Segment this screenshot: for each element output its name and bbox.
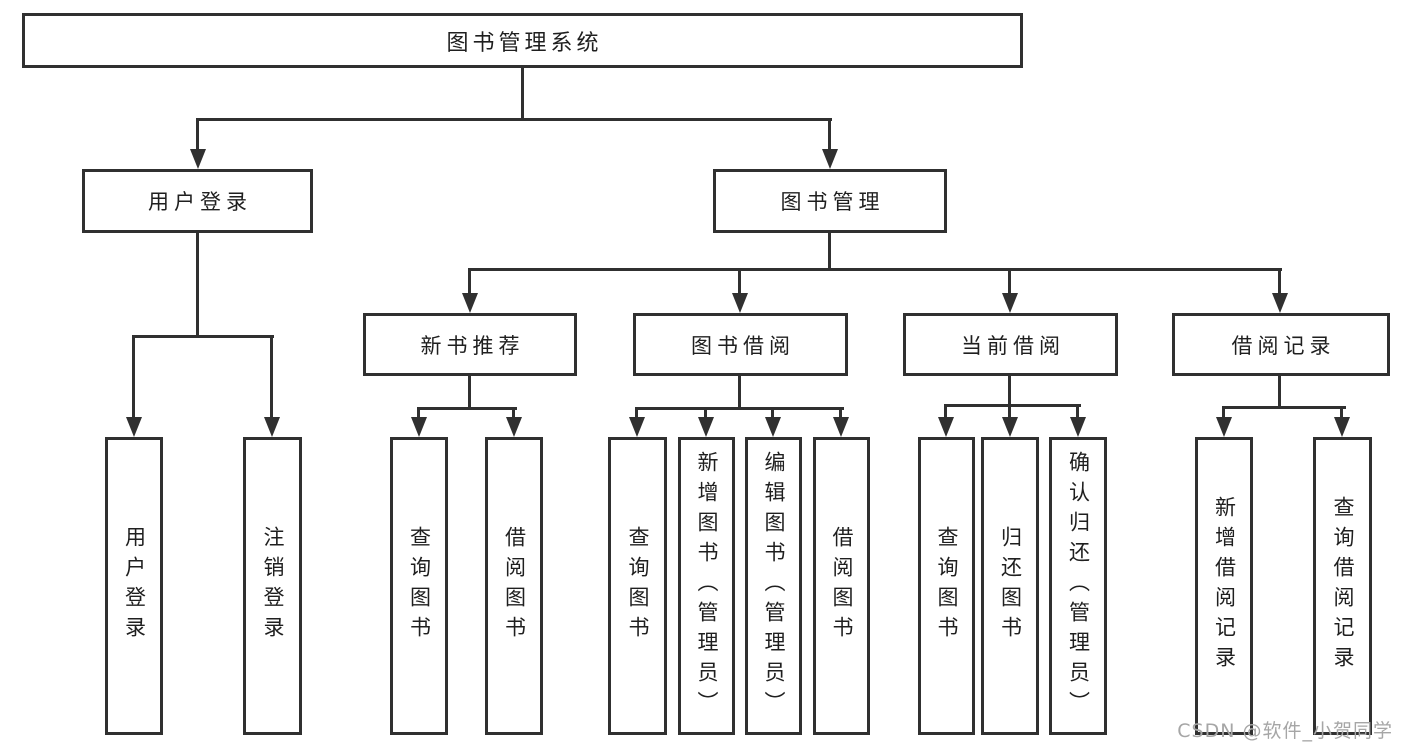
connector-line	[468, 376, 471, 410]
node-root: 图书管理系统	[22, 13, 1023, 68]
leaf-user-login: 用户登录	[105, 437, 163, 735]
arrowhead-down-icon	[1334, 417, 1350, 437]
node-user-login-label: 用户登录	[148, 190, 252, 214]
leaf-query-books-current: 查询图书	[918, 437, 975, 735]
leaf-return-book: 归还图书	[981, 437, 1039, 735]
connector-line	[839, 407, 842, 420]
connector-line	[468, 268, 471, 296]
leaf-borrow-books-recommend: 借阅图书	[485, 437, 543, 735]
connector-line	[196, 118, 199, 152]
arrowhead-down-icon	[765, 417, 781, 437]
node-book-management: 图书管理	[713, 169, 947, 233]
arrowhead-down-icon	[1272, 293, 1288, 313]
leaf-return-book-label: 归还图书	[998, 526, 1023, 646]
node-book-borrow-label: 图书借阅	[691, 333, 795, 358]
leaf-query-books-borrow: 查询图书	[608, 437, 667, 735]
arrowhead-down-icon	[506, 417, 522, 437]
node-borrow-records-label: 借阅记录	[1231, 333, 1336, 358]
leaf-add-book-admin: 新增图书（管理员）	[678, 437, 735, 735]
leaf-confirm-return-admin: 确认归还（管理员）	[1049, 437, 1107, 735]
leaf-query-books-recommend: 查询图书	[390, 437, 448, 735]
connector-line	[944, 404, 1081, 407]
connector-line	[1222, 406, 1225, 420]
connector-line	[1278, 268, 1281, 296]
leaf-add-book-admin-label: 新增图书（管理员）	[695, 451, 719, 721]
arrowhead-down-icon	[190, 149, 206, 169]
connector-line	[132, 335, 274, 338]
leaf-query-borrow-record-label: 查询借阅记录	[1331, 496, 1355, 676]
leaf-query-books-current-label: 查询图书	[935, 526, 959, 646]
arrowhead-down-icon	[264, 417, 280, 437]
connector-line	[738, 376, 741, 410]
connector-line	[828, 233, 831, 271]
connector-line	[704, 407, 707, 420]
connector-line	[944, 404, 947, 420]
arrowhead-down-icon	[822, 149, 838, 169]
node-borrow-records: 借阅记录	[1172, 313, 1390, 376]
watermark: CSDN @软件_小贺同学	[1177, 720, 1393, 742]
connector-line	[1222, 406, 1346, 409]
connector-line	[132, 335, 135, 419]
connector-line	[1008, 268, 1011, 296]
arrowhead-down-icon	[1002, 293, 1018, 313]
connector-line	[196, 118, 832, 121]
node-book-management-label: 图书管理	[780, 190, 885, 214]
connector-line	[521, 68, 524, 121]
connector-line	[635, 407, 638, 420]
arrowhead-down-icon	[1070, 417, 1086, 437]
node-book-borrow: 图书借阅	[633, 313, 848, 376]
connector-line	[738, 268, 741, 296]
node-new-book-recommend-label: 新书推荐	[420, 333, 525, 358]
leaf-confirm-return-admin-label: 确认归还（管理员）	[1066, 451, 1091, 721]
connector-line	[417, 407, 420, 420]
node-current-borrow: 当前借阅	[903, 313, 1118, 376]
leaf-edit-book-admin-label: 编辑图书（管理员）	[762, 451, 786, 721]
leaf-borrow-books: 借阅图书	[813, 437, 870, 735]
connector-line	[1008, 376, 1011, 407]
node-root-label: 图书管理系统	[446, 30, 603, 56]
connector-line	[1278, 376, 1281, 409]
connector-line	[1008, 404, 1011, 420]
connector-line	[512, 407, 515, 420]
leaf-query-borrow-record: 查询借阅记录	[1313, 437, 1372, 735]
node-user-login: 用户登录	[82, 169, 313, 233]
arrowhead-down-icon	[938, 417, 954, 437]
arrowhead-down-icon	[1216, 417, 1232, 437]
leaf-query-books-recommend-label: 查询图书	[407, 526, 432, 646]
arrowhead-down-icon	[833, 417, 849, 437]
arrowhead-down-icon	[411, 417, 427, 437]
connector-line	[771, 407, 774, 420]
connector-line	[1340, 406, 1343, 420]
arrowhead-down-icon	[629, 417, 645, 437]
arrowhead-down-icon	[698, 417, 714, 437]
arrowhead-down-icon	[462, 293, 478, 313]
leaf-query-books-borrow-label: 查询图书	[626, 526, 650, 646]
arrowhead-down-icon	[732, 293, 748, 313]
leaf-edit-book-admin: 编辑图书（管理员）	[745, 437, 802, 735]
connector-line	[1076, 404, 1079, 420]
connector-line	[468, 268, 1282, 271]
leaf-add-borrow-record-label: 新增借阅记录	[1212, 496, 1237, 676]
connector-line	[417, 407, 517, 410]
arrowhead-down-icon	[1002, 417, 1018, 437]
leaf-borrow-books-recommend-label: 借阅图书	[502, 526, 527, 646]
leaf-borrow-books-label: 借阅图书	[830, 526, 854, 646]
leaf-add-borrow-record: 新增借阅记录	[1195, 437, 1253, 735]
connector-line	[635, 407, 844, 410]
node-current-borrow-label: 当前借阅	[961, 333, 1065, 358]
leaf-logout: 注销登录	[243, 437, 302, 735]
connector-line	[828, 118, 831, 152]
connector-line	[270, 335, 273, 419]
arrowhead-down-icon	[126, 417, 142, 437]
connector-line	[196, 233, 199, 337]
leaf-user-login-label: 用户登录	[122, 526, 147, 646]
node-new-book-recommend: 新书推荐	[363, 313, 577, 376]
leaf-logout-label: 注销登录	[261, 526, 285, 646]
